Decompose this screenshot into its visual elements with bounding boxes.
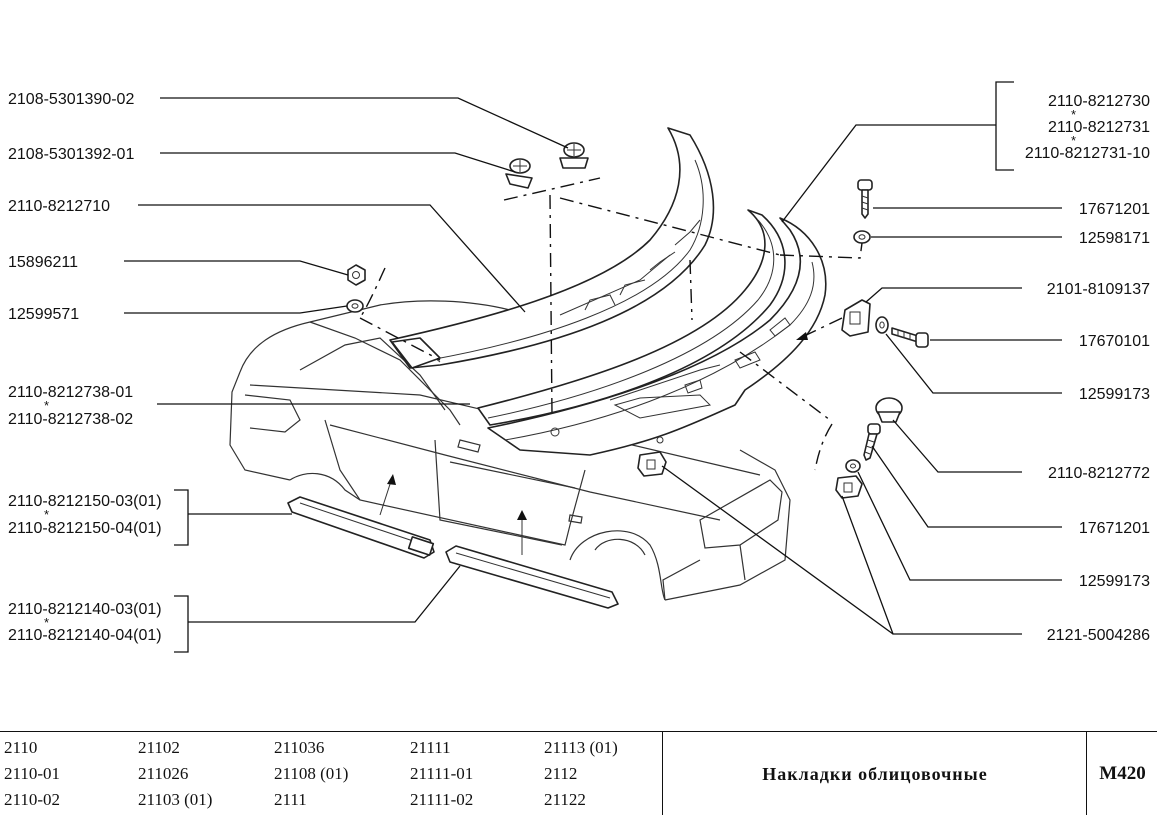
page-title-box: Накладки облицовочные <box>662 732 1087 815</box>
washer-12599173-top-icon <box>875 316 889 334</box>
alternative-mark: * <box>44 398 49 413</box>
part-number-label: 2110-8212772 <box>1048 465 1150 482</box>
model-code: 21102 <box>138 738 180 757</box>
clip-a-icon <box>559 142 589 169</box>
nut-15896211-icon <box>347 264 366 286</box>
leader-lines <box>124 97 1062 635</box>
alternative-mark: * <box>44 507 49 522</box>
part-number-label: 12599173 <box>1079 386 1150 403</box>
model-code: 21108 (01) <box>274 764 349 783</box>
model-code: 211036 <box>274 738 325 757</box>
model-code: 2112 <box>544 764 578 783</box>
part-number-label: 12599571 <box>8 306 79 323</box>
clip-2121-5004286-right-icon <box>835 475 863 499</box>
part-number-label: 17671201 <box>1079 520 1150 537</box>
washer-12598171-icon <box>853 230 871 244</box>
part-number-label: 2110-8212731-10 <box>1025 145 1150 162</box>
part-number-label: 2110-8212150-04(01) <box>8 520 162 537</box>
door-moulding-rear <box>445 545 619 609</box>
part-number-label: 2110-8212731 <box>1048 119 1150 136</box>
model-code: 2110-02 <box>4 790 61 809</box>
part-number-label: 12598171 <box>1079 230 1150 247</box>
washer-12599173-bottom-icon <box>845 459 861 473</box>
middle-trim-rail <box>477 209 786 426</box>
part-number-label: 12599173 <box>1079 573 1150 590</box>
model-column: 2110 2110-01 2110-02 <box>4 738 60 815</box>
part-number-label: 2110-8212738-02 <box>8 411 133 428</box>
model-code: 211026 <box>138 764 189 783</box>
catalog-footer: 2110 2110-01 2110-02 21102 211026 21103 … <box>0 731 1157 815</box>
model-code: 21122 <box>544 790 586 809</box>
car-body-outline <box>229 300 791 601</box>
plug-2110-8212772-icon <box>875 397 903 423</box>
model-column: 21111 21111-01 21111-02 <box>410 738 473 815</box>
model-code: 21113 (01) <box>544 738 618 757</box>
model-column: 211036 21108 (01) 2111 <box>274 738 348 815</box>
part-number-label: 2110-8212140-03(01) <box>8 601 162 618</box>
screw-17671201-top-icon <box>857 179 873 219</box>
part-number-label: 2121-5004286 <box>1047 627 1150 644</box>
model-code: 21111 <box>410 738 451 757</box>
label-brackets <box>174 81 1014 653</box>
part-number-label: 2108-5301392-01 <box>8 146 134 163</box>
part-number-label: 2110-8212730 <box>1048 93 1150 110</box>
part-number-label: 2110-8212710 <box>8 198 110 215</box>
assembly-lines <box>359 177 863 471</box>
alternative-mark: * <box>1071 107 1076 122</box>
clip-b-icon <box>505 158 533 189</box>
part-number-label: 2110-8212140-04(01) <box>8 627 162 644</box>
left-part-labels: 2108-5301390-02 2108-5301392-01 2110-821… <box>8 91 162 644</box>
model-code: 21111-01 <box>410 764 474 783</box>
page-code-box: M420 <box>1086 732 1157 815</box>
part-number-label: 17670101 <box>1079 333 1150 350</box>
bracket-2101-8109137-icon <box>841 299 871 337</box>
screw-17670101-icon <box>891 327 929 348</box>
model-code: 2110 <box>4 738 38 757</box>
page-code: M420 <box>1099 763 1146 784</box>
model-code: 2110-01 <box>4 764 61 783</box>
alternative-mark: * <box>44 615 49 630</box>
part-number-label: 2101-8109137 <box>1047 281 1150 298</box>
part-number-label: 2110-8212150-03(01) <box>8 493 162 510</box>
model-list: 2110 2110-01 2110-02 21102 211026 21103 … <box>0 732 662 815</box>
model-code: 21103 (01) <box>138 790 213 809</box>
right-part-labels: 2110-8212730 * 2110-8212731 * 2110-82127… <box>1025 93 1150 644</box>
washer-12599571-icon <box>346 299 364 313</box>
alternative-mark: * <box>1071 133 1076 148</box>
model-code: 2111 <box>274 790 307 809</box>
part-number-label: 2110-8212738-01 <box>8 384 133 401</box>
clip-2121-5004286-left-icon <box>637 451 667 477</box>
model-column: 21102 211026 21103 (01) <box>138 738 212 815</box>
lower-sill-panel <box>487 217 827 456</box>
part-number-label: 2108-5301390-02 <box>8 91 134 108</box>
model-code: 21111-02 <box>410 790 474 809</box>
model-column: 21113 (01) 2112 21122 <box>544 738 618 815</box>
part-number-label: 17671201 <box>1079 201 1150 218</box>
screw-17671201-bottom-icon <box>863 423 881 461</box>
page-title: Накладки облицовочные <box>762 763 988 784</box>
part-number-label: 15896211 <box>8 254 78 271</box>
door-moulding-front <box>287 496 435 559</box>
